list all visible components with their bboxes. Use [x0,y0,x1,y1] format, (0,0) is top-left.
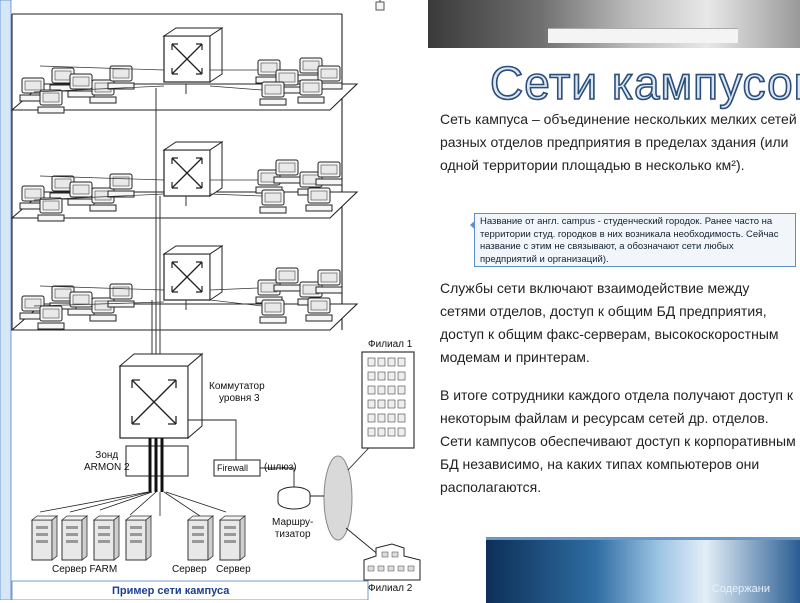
caption-box [11,580,369,600]
server-farm [31,515,152,561]
branch1-label: Филиал 1 [368,339,413,350]
router [277,486,311,510]
floor-1 [10,27,359,114]
footer-banner: Содержани [486,537,800,603]
paragraph-2: Службы сети включают взаимодействие межд… [440,280,779,365]
probe-label: Зонд ARMON 2 [84,450,130,473]
router-label: Маршру- тизатор [272,517,314,540]
switch3-label: Коммутатор уровня 3 [209,381,265,404]
floor-3 [10,245,359,331]
slide-title: Сети кампусов [489,56,800,110]
gateway-label: (шлюз) [264,462,297,473]
note-callout: Название от англ. campus - студенческий … [474,213,796,267]
firewall-label: Firewall [217,463,249,473]
server-b-label: Сервер [216,564,251,575]
branch2-building [363,543,421,581]
server-a-label: Сервер [172,564,207,575]
paragraph-3: В итоге сотрудники каждого отдела получа… [440,387,796,495]
server-farm-label: Сервер FARM [52,564,118,575]
left-edge-band [0,0,12,600]
paragraph-1: Сеть кампуса – объединение нескольких ме… [440,111,797,173]
contents-link[interactable]: Содержани [711,583,770,595]
floor-2 [10,141,359,222]
diagram-caption: Пример сети кампуса [112,585,230,597]
wan-cloud [323,455,353,541]
campus-network-diagram [0,0,421,600]
server-pair [187,515,246,561]
l3-switch [118,352,204,440]
branch2-label: Филиал 2 [368,583,413,594]
header-photo [428,0,800,48]
branch1-building [361,351,415,449]
